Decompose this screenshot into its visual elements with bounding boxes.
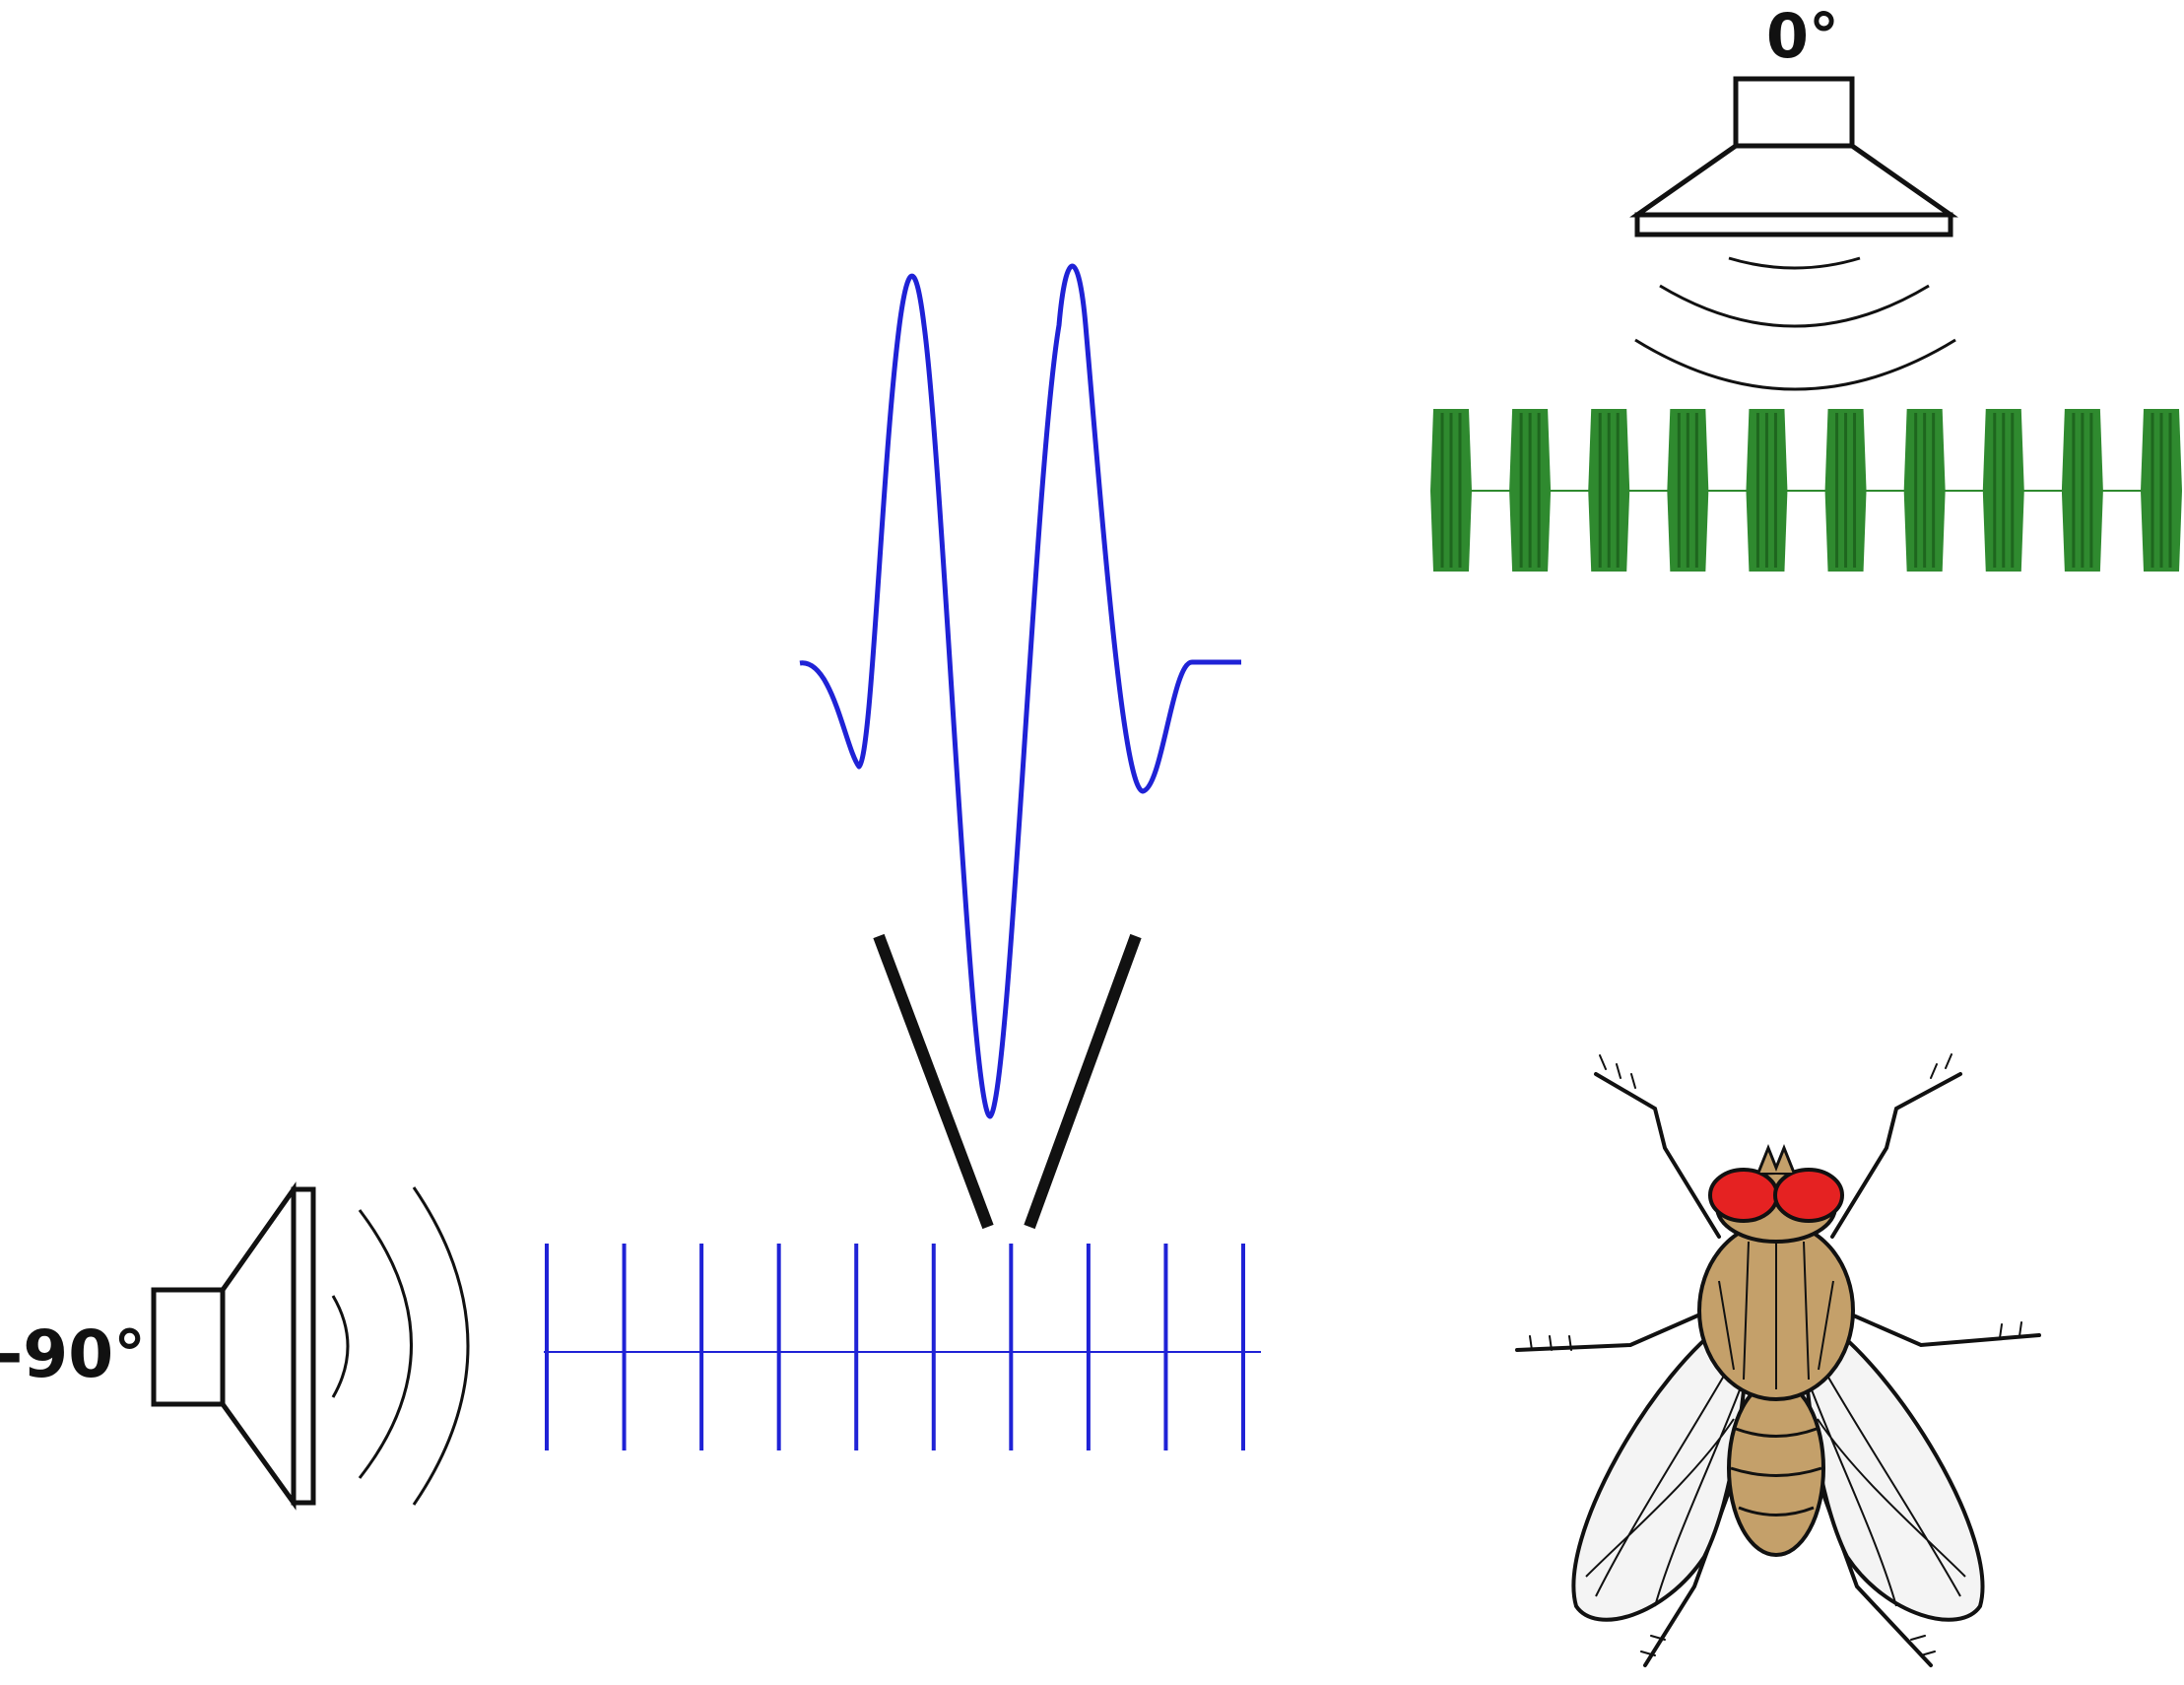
pulse-mark xyxy=(2061,409,2103,572)
pulse-mark xyxy=(1746,409,1788,572)
left-speaker-angle-label: -90° xyxy=(0,1316,146,1392)
fly-thorax-texture xyxy=(1718,1237,1834,1389)
fly-leg xyxy=(1830,1072,1962,1239)
speaker-cone xyxy=(220,1181,297,1511)
pulse-mark xyxy=(2141,409,2182,572)
speaker-rim xyxy=(291,1186,316,1506)
fly-eye-left xyxy=(1708,1168,1779,1223)
sound-wave-arc xyxy=(1659,284,1930,328)
speaker-magnet xyxy=(151,1287,226,1407)
pulse-mark xyxy=(1903,409,1946,572)
fly-abdomen-segments xyxy=(1730,1427,1822,1516)
sound-wave-arc xyxy=(412,1186,470,1506)
left-speaker: -90° xyxy=(0,1181,470,1511)
fly-leg-bristles xyxy=(1529,1053,2022,1656)
top-speaker-angle-label: 0° xyxy=(1766,0,1839,72)
pulse-mark xyxy=(1824,409,1867,572)
zoom-line-left xyxy=(873,933,994,1230)
fly-legs xyxy=(1515,1053,2041,1667)
zoom-line-right xyxy=(1024,933,1142,1230)
speaker-rim xyxy=(1634,212,1953,237)
top-sound-waves xyxy=(1634,256,1956,391)
pulse-waveform xyxy=(799,263,1241,1119)
fly-abdomen xyxy=(1727,1380,1825,1557)
pulse-mark xyxy=(1509,409,1552,572)
pulse-mark xyxy=(1588,409,1630,572)
pulse-mark xyxy=(1667,409,1709,572)
top-speaker: 0° xyxy=(1629,0,1958,391)
speaker-magnet xyxy=(1733,76,1855,149)
fly-leg xyxy=(1840,1309,2041,1348)
pulse-mark xyxy=(1982,409,2024,572)
speaker-icon xyxy=(1629,76,1958,237)
pulse-train-left xyxy=(544,1244,1261,1450)
fly-leg xyxy=(1515,1309,1711,1352)
sound-wave-arc xyxy=(331,1295,350,1398)
fly-wing-veins xyxy=(1585,1349,1966,1607)
sound-wave-arc xyxy=(358,1209,413,1479)
housefly-illustration xyxy=(1515,1053,2041,1667)
fly-antennae xyxy=(1756,1143,1796,1174)
sound-wave-arc xyxy=(1634,338,1956,391)
pulse-mark xyxy=(1430,409,1472,572)
speaker-icon xyxy=(151,1181,316,1511)
fly-leg xyxy=(1594,1072,1721,1239)
pulse-train-top xyxy=(1430,409,2182,572)
speaker-cone xyxy=(1629,143,1958,218)
sound-wave-arc xyxy=(1728,256,1861,270)
zoom-lines xyxy=(873,933,1142,1230)
left-sound-waves xyxy=(331,1186,470,1506)
fly-eye-right xyxy=(1773,1168,1844,1223)
